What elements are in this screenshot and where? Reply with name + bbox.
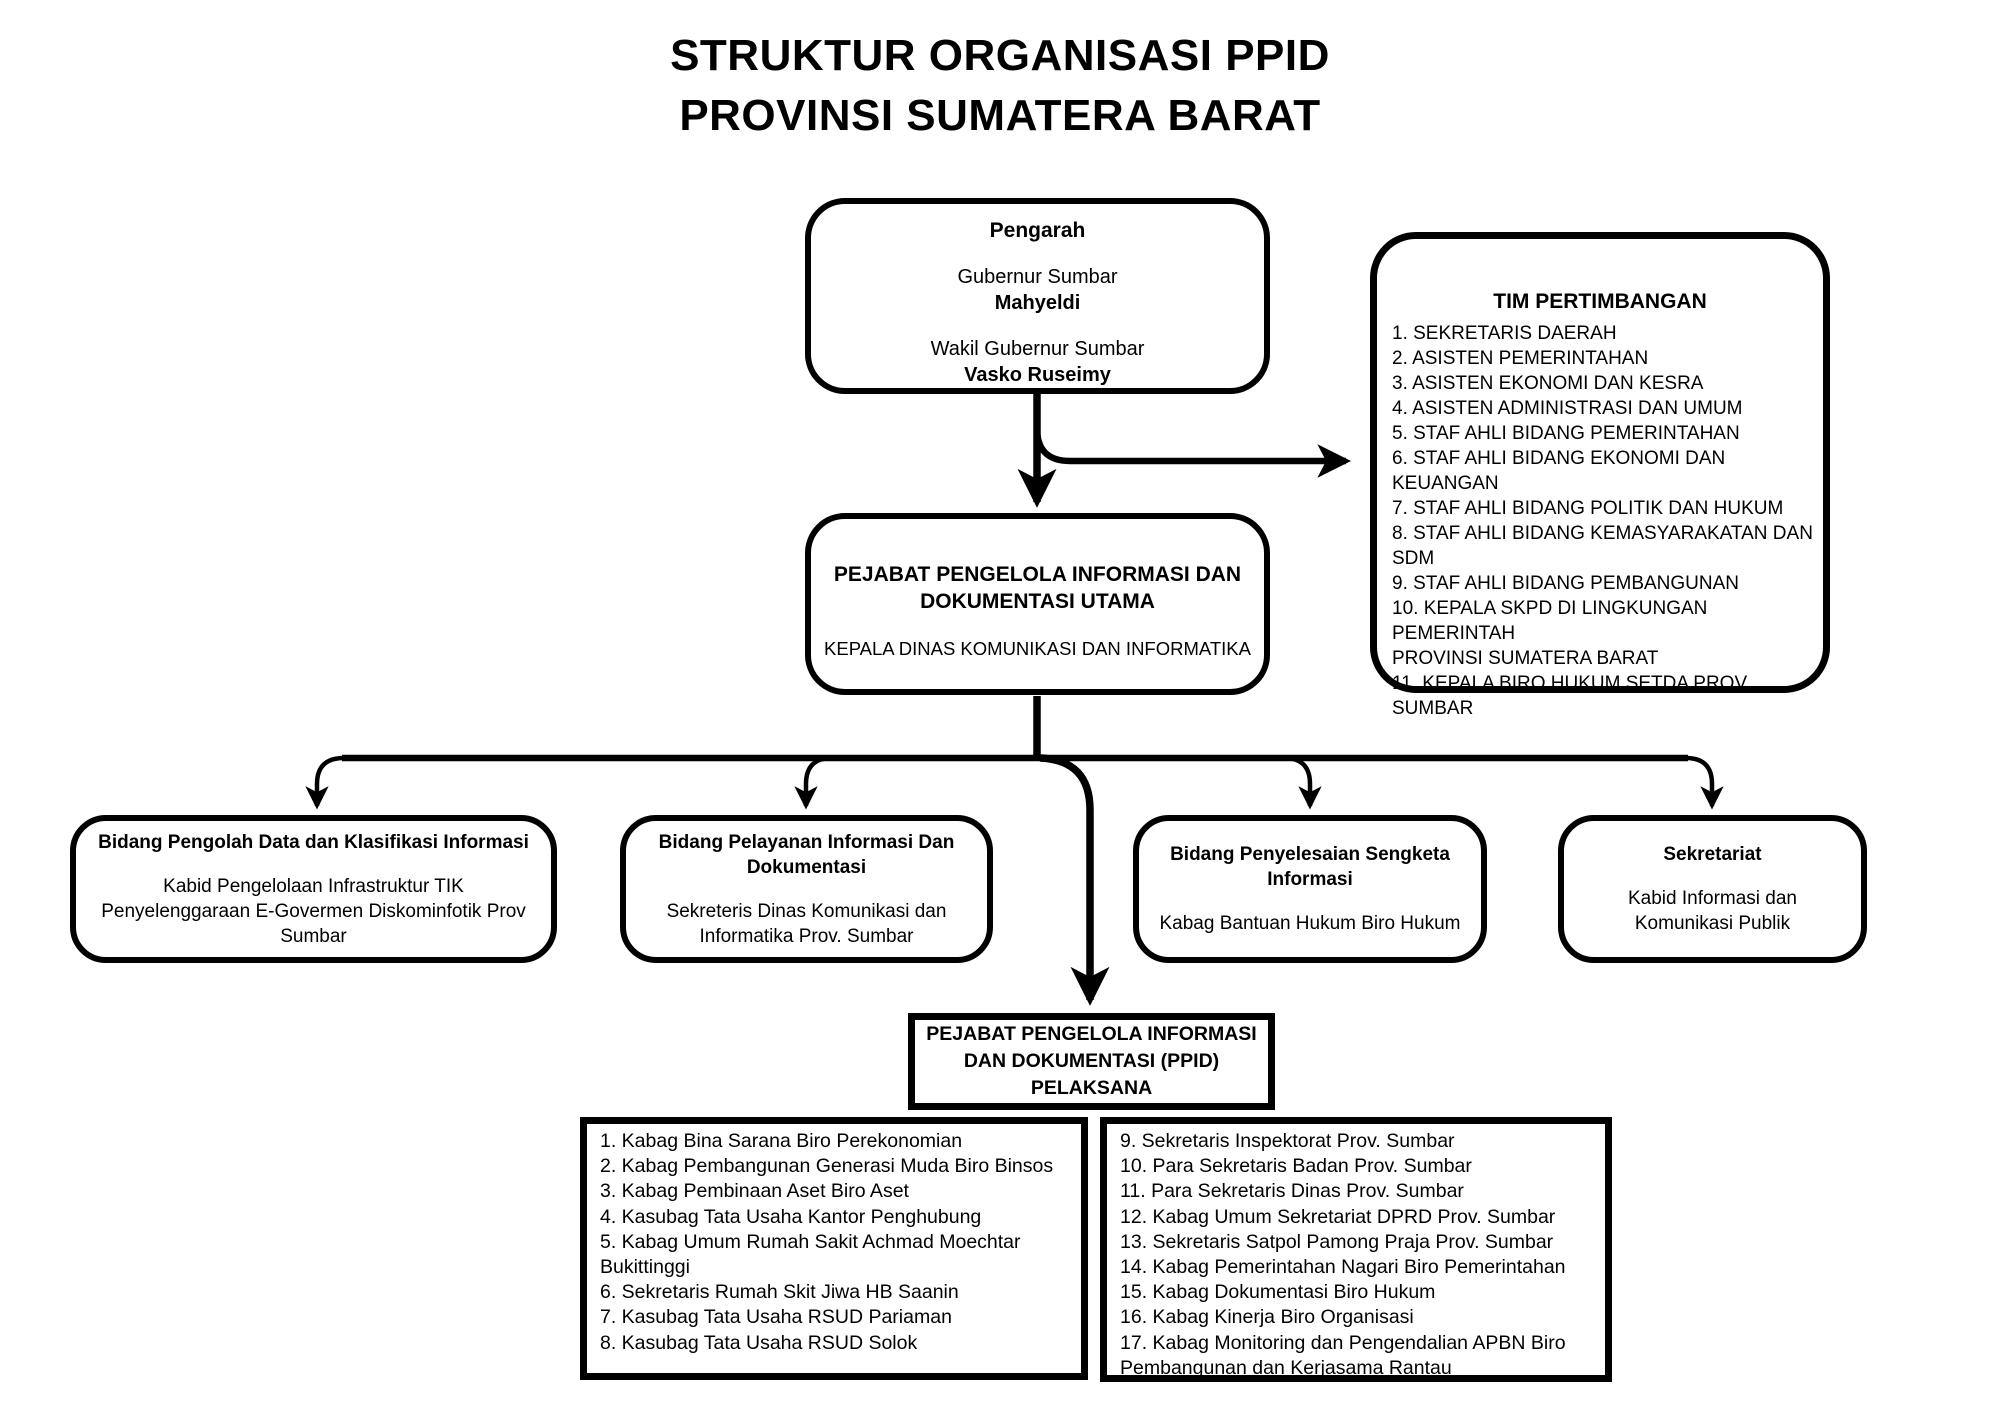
arrow-to-bidang-2 xyxy=(794,755,833,810)
pelaksana-item: 11. Para Sekretaris Dinas Prov. Sumbar xyxy=(1120,1180,1464,1203)
pelaksana-item: 7. Kasubag Tata Usaha RSUD Pariaman xyxy=(600,1306,952,1329)
arrow-to-pelaksana xyxy=(1039,754,1110,1006)
tim-pertimbangan-box: TIM PERTIMBANGAN 1. SEKRETARIS DAERAH 2.… xyxy=(1370,232,1830,719)
tim-item: 1. SEKRETARIS DAERAH xyxy=(1392,323,1617,344)
ppid-pelaksana-title: PEJABAT PENGELOLA INFORMASI DAN DOKUMENT… xyxy=(926,1023,1257,1099)
tim-item: 10. KEPALA SKPD DI LINGKUNGAN PEMERINTAH… xyxy=(1392,598,1708,669)
bidang-pengolah-data-header: Bidang Pengolah Data dan Klasifikasi Inf… xyxy=(98,831,529,853)
bidang-pelayanan-informasi-header: Bidang Pelayanan Informasi Dan Dokumenta… xyxy=(658,831,955,878)
tim-item: 11. KEPALA BIRO HUKUM SETDA PROV. SUMBAR xyxy=(1392,673,1751,719)
bidang-pelayanan-informasi-body: Sekreteris Dinas Komunikasi dan Informat… xyxy=(666,900,947,947)
pelaksana-item: 9. Sekretaris Inspektorat Prov. Sumbar xyxy=(1120,1130,1455,1152)
pelaksana-item: 8. Kasubag Tata Usaha RSUD Solok xyxy=(600,1331,918,1354)
tim-item: 3. ASISTEN EKONOMI DAN KESRA xyxy=(1392,373,1704,394)
arrow-to-bidang-1 xyxy=(305,755,345,810)
tim-item: 4. ASISTEN ADMINISTRASI DAN UMUM xyxy=(1392,398,1743,419)
page-title-line2: PROVINSI SUMATERA BARAT xyxy=(679,91,1321,140)
pelaksana-item: 1. Kabag Bina Sarana Biro Perekonomian xyxy=(600,1130,963,1152)
tim-item: 5. STAF AHLI BIDANG PEMERINTAHAN xyxy=(1392,423,1740,444)
arrow-to-sekretariat xyxy=(1685,755,1724,810)
pelaksana-item: 6. Sekretaris Rumah Skit Jiwa HB Saanin xyxy=(600,1281,959,1304)
bidang-penyelesaian-sengketa-header: Bidang Penyelesaian Sengketa Informasi xyxy=(1170,844,1450,890)
pengarah-role-1: Gubernur Sumbar xyxy=(957,266,1118,288)
pelaksana-item: 3. Kabag Pembinaan Aset Biro Aset xyxy=(600,1180,909,1203)
pelaksana-item: 2. Kabag Pembangunan Generasi Muda Biro … xyxy=(600,1155,1054,1178)
pelaksana-item: 10. Para Sekretaris Badan Prov. Sumbar xyxy=(1120,1155,1472,1178)
arrow-to-tim-pertimbangan xyxy=(1033,427,1352,478)
ppid-pelaksana-box: PEJABAT PENGELOLA INFORMASI DAN DOKUMENT… xyxy=(908,1013,1275,1110)
pelaksana-list-right-box: 9. Sekretaris Inspektorat Prov. Sumbar 1… xyxy=(1100,1117,1612,1382)
page-title-line1: STRUKTUR ORGANISASI PPID xyxy=(670,31,1330,80)
pelaksana-item: 13. Sekretaris Satpol Pamong Praja Prov.… xyxy=(1120,1230,1554,1253)
tim-item: 8. STAF AHLI BIDANG KEMASYARAKATAN DAN S… xyxy=(1392,523,1813,569)
ppid-utama-title: PEJABAT PENGELOLA INFORMASI DAN DOKUMENT… xyxy=(833,563,1242,613)
tim-item: 2. ASISTEN PEMERINTAHAN xyxy=(1392,348,1649,369)
pelaksana-item: 15. Kabag Dokumentasi Biro Hukum xyxy=(1120,1281,1436,1304)
ppid-utama-box: PEJABAT PENGELOLA INFORMASI DAN DOKUMENT… xyxy=(805,513,1270,695)
pengarah-header: Pengarah xyxy=(989,219,1086,242)
tim-item: 7. STAF AHLI BIDANG POLITIK DAN HUKUM xyxy=(1392,498,1784,519)
bidang-penyelesaian-sengketa-body: Kabag Bantuan Hukum Biro Hukum xyxy=(1159,913,1461,934)
tim-item: 9. STAF AHLI BIDANG PEMBANGUNAN xyxy=(1392,573,1740,594)
arrow-to-bidang-3 xyxy=(1283,755,1322,810)
ppid-utama-subtitle: KEPALA DINAS KOMUNIKASI DAN INFORMATIKA xyxy=(824,638,1251,659)
pelaksana-item: 17. Kabag Monitoring dan Pengendalian AP… xyxy=(1120,1331,1566,1379)
pengarah-role-2: Wakil Gubernur Sumbar xyxy=(930,338,1145,360)
bidang-pengolah-data-body: Kabid Pengelolaan Infrastruktur TIK Peny… xyxy=(101,875,526,947)
pelaksana-item: 4. Kasubag Tata Usaha Kantor Penghubung xyxy=(600,1205,982,1228)
bidang-penyelesaian-sengketa-box: Bidang Penyelesaian Sengketa Informasi K… xyxy=(1133,815,1487,963)
pengarah-box: Pengarah Gubernur Sumbar Mahyeldi Wakil … xyxy=(805,198,1270,394)
tim-pertimbangan-header: TIM PERTIMBANGAN xyxy=(1493,290,1707,313)
bidang-pengolah-data-box: Bidang Pengolah Data dan Klasifikasi Inf… xyxy=(70,815,557,963)
bidang-pelayanan-informasi-box: Bidang Pelayanan Informasi Dan Dokumenta… xyxy=(620,815,993,963)
sekretariat-body: Kabid Informasi dan Komunikasi Publik xyxy=(1628,888,1797,934)
pelaksana-item: 16. Kabag Kinerja Biro Organisasi xyxy=(1120,1306,1414,1329)
page-title: STRUKTUR ORGANISASI PPID PROVINSI SUMATE… xyxy=(0,26,2000,146)
pelaksana-item: 5. Kabag Umum Rumah Sakit Achmad Moechta… xyxy=(600,1230,1021,1279)
pelaksana-item: 12. Kabag Umum Sekretariat DPRD Prov. Su… xyxy=(1120,1205,1556,1228)
pelaksana-list-left-box: 1. Kabag Bina Sarana Biro Perekonomian 2… xyxy=(580,1117,1088,1380)
pengarah-name-2: Vasko Ruseimy xyxy=(964,364,1111,386)
sekretariat-box: Sekretariat Kabid Informasi dan Komunika… xyxy=(1558,815,1867,963)
pelaksana-item: 14. Kabag Pemerintahan Nagari Biro Pemer… xyxy=(1120,1256,1566,1279)
pengarah-name-1: Mahyeldi xyxy=(994,292,1081,314)
tim-pertimbangan-list: 1. SEKRETARIS DAERAH 2. ASISTEN PEMERINT… xyxy=(1377,321,1823,721)
sekretariat-header: Sekretariat xyxy=(1663,844,1762,865)
tim-item: 6. STAF AHLI BIDANG EKONOMI DAN KEUANGAN xyxy=(1392,448,1726,494)
